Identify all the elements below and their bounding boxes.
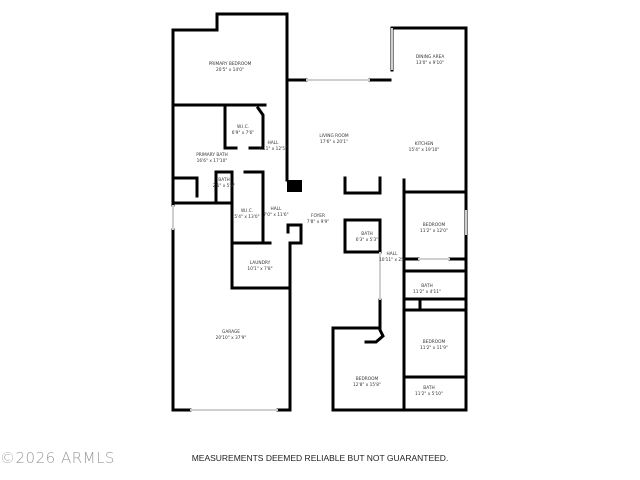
- room-hall: HALL: [268, 140, 280, 146]
- room-dims: 11'2" x 5'10": [415, 391, 443, 397]
- room-laundry: LAUNDRY: [250, 260, 271, 266]
- room-hall: HALL: [387, 251, 399, 257]
- room-dims: 20'5" x 14'0": [216, 67, 244, 73]
- fireplace-block: [287, 180, 302, 192]
- room-dims: 7'0" x 11'6": [263, 212, 288, 218]
- room-bedroom: BEDROOM: [423, 339, 446, 345]
- room-dims: 12'8" x 15'8": [353, 382, 381, 388]
- room-bath: BATH: [218, 177, 229, 183]
- room-dims: 11'2" x 11'9": [420, 345, 448, 351]
- room-dims: 13'0" x 9'10": [416, 60, 444, 66]
- room-living-room: LIVING ROOM: [319, 133, 349, 139]
- room-wic: W.I.C.: [241, 208, 253, 214]
- room-dims: 6'3" x 5'3": [356, 237, 379, 243]
- room-labels: PRIMARY BEDROOM 20'5" x 14'0" W.I.C. 6'9…: [196, 54, 448, 397]
- watermark: ©2026 ARMLS: [0, 449, 115, 467]
- room-dims: 7'8" x 9'9": [307, 219, 330, 225]
- room-primary-bedroom: PRIMARY BEDROOM: [209, 61, 252, 67]
- room-bath: BATH: [423, 385, 434, 391]
- room-dims: 11'2" x 12'0": [420, 228, 448, 234]
- room-kitchen: KITCHEN: [415, 141, 434, 147]
- room-dims: 2'1" x 5'0": [213, 183, 236, 189]
- room-dims: 4'11" x 12'5": [259, 146, 287, 152]
- room-dims: 15'4" x 19'10": [409, 147, 440, 153]
- room-hall: HALL: [271, 206, 283, 212]
- room-foyer: FOYER: [311, 213, 325, 219]
- room-primary-bath: PRIMARY BATH: [196, 152, 228, 158]
- walls: [171, 12, 468, 412]
- room-dining-area: DINING AREA: [416, 54, 445, 60]
- room-dims: 20'10" x 37'9": [216, 335, 247, 341]
- room-bath: BATH: [361, 231, 372, 237]
- windows: [172, 28, 467, 411]
- room-dims: 6'9" x 7'6": [232, 130, 255, 136]
- room-dims: 11'2" x 4'11": [413, 289, 441, 295]
- room-bedroom: BEDROOM: [356, 376, 379, 382]
- room-bath: BATH: [421, 283, 432, 289]
- room-wic: W.I.C.: [237, 124, 249, 130]
- room-dims: 17'6" x 20'1": [320, 139, 348, 145]
- room-garage: GARAGE: [222, 329, 240, 335]
- room-dims: 10'11" x 25': [379, 257, 405, 263]
- room-dims: 10'1" x 7'8": [247, 266, 272, 272]
- disclaimer: MEASUREMENTS DEEMED RELIABLE BUT NOT GUA…: [191, 453, 449, 463]
- room-dims: 5'4" x 13'0": [234, 214, 259, 220]
- room-dims: 16'6" x 17'10": [197, 158, 228, 164]
- room-bedroom: BEDROOM: [423, 222, 446, 228]
